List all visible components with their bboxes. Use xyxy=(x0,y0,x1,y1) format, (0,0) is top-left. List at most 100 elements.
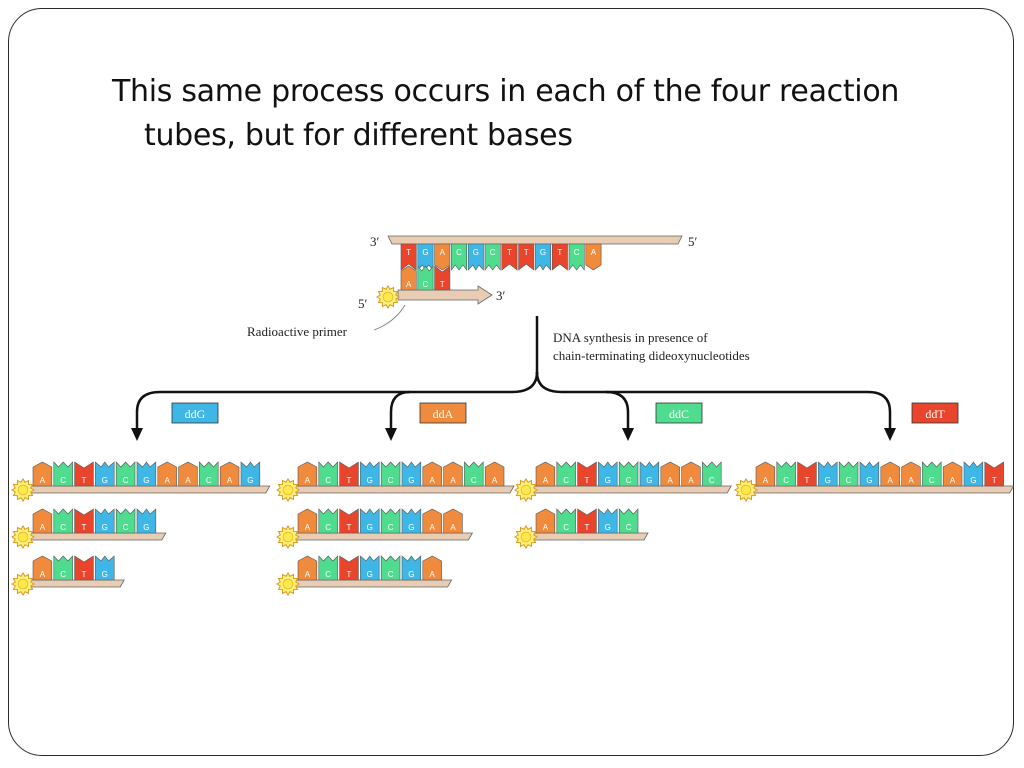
tube-label-text: ddA xyxy=(433,407,454,421)
template-5prime-label: 5′ xyxy=(688,234,698,249)
fragment-base: A xyxy=(422,508,442,534)
fragment-base-letter: G xyxy=(970,476,976,485)
template-base: A xyxy=(585,243,602,271)
fragment-base: A xyxy=(681,461,701,487)
template-base-letter: T xyxy=(507,248,512,257)
fragment-base: C xyxy=(199,461,219,487)
primer-base-letter: T xyxy=(440,280,445,289)
fragment-base-letter: A xyxy=(450,523,456,532)
branch-line-2 xyxy=(389,390,411,428)
fragment-base: T xyxy=(577,461,597,487)
primer-base: A xyxy=(400,265,417,291)
fragment-base-letter: A xyxy=(40,523,46,532)
fragment-base-letter: T xyxy=(585,476,590,485)
fragment-base-letter: A xyxy=(763,476,769,485)
primer-arrow xyxy=(397,285,493,305)
fragment-base: G xyxy=(598,461,618,487)
fragment-base-letter: C xyxy=(325,523,331,532)
template-base: C xyxy=(568,243,585,271)
fragment-base-letter: A xyxy=(40,476,46,485)
fragment-base-letter: C xyxy=(626,476,632,485)
fragment-base: T xyxy=(74,461,94,487)
primer-3prime-label: 3′ xyxy=(496,288,506,303)
fragment-base: A xyxy=(880,461,900,487)
fragment-base-letter: C xyxy=(206,476,212,485)
fragment-base-letter: T xyxy=(82,476,87,485)
fragment-base-letter: G xyxy=(605,523,611,532)
radioactive-label-icon xyxy=(11,478,35,502)
fragment-base: A xyxy=(942,461,963,487)
fragment-base-letter: G xyxy=(825,476,831,485)
template-base-letter: A xyxy=(591,248,597,257)
fragment-base-letter: G xyxy=(408,476,414,485)
fragment-base-letter: C xyxy=(325,570,331,579)
radioactive-label-icon xyxy=(276,572,300,596)
fragment-base: A xyxy=(422,461,442,487)
fragment-base-letter: A xyxy=(430,523,436,532)
fragment-base-letter: C xyxy=(471,476,477,485)
fragment-base: A xyxy=(755,461,776,487)
fragment-base-letter: T xyxy=(347,570,352,579)
primer-radioactive-label-icon xyxy=(376,285,400,309)
fragment-base-letter: C xyxy=(626,523,632,532)
fragment-base-letter: G xyxy=(143,476,149,485)
fragment-base: C xyxy=(702,461,722,487)
synthesis-caption-line1: DNA synthesis in presence of xyxy=(553,330,708,345)
fragment-base-letter: C xyxy=(563,523,569,532)
fragment-base: G xyxy=(360,461,380,487)
template-base: A xyxy=(434,243,451,271)
primer-caption-leader xyxy=(373,304,406,331)
tube-label-box xyxy=(171,402,219,424)
template-base: T xyxy=(551,243,568,271)
fragment-base: G xyxy=(639,461,660,487)
fragment-base: G xyxy=(95,461,115,487)
branch-arrows xyxy=(131,316,896,441)
fragment-base-letter: T xyxy=(585,523,590,532)
fragment-base: T xyxy=(339,461,359,487)
fragment-base: C xyxy=(556,461,576,487)
fragment-backbone xyxy=(26,579,125,588)
fragment-base-letter: T xyxy=(347,476,352,485)
tube-label-box xyxy=(911,402,959,424)
radioactive-label-icon xyxy=(734,478,758,502)
fragment-base-letter: C xyxy=(388,570,394,579)
fragment-base: C xyxy=(556,508,576,534)
fragment-base: C xyxy=(318,508,338,534)
radioactive-label-icon xyxy=(276,525,300,549)
primer-base-letter: A xyxy=(406,280,412,289)
fragment-backbone xyxy=(291,485,515,494)
fragment-base: C xyxy=(115,508,136,534)
radioactive-label-icon xyxy=(11,572,35,596)
fragment-base: A xyxy=(422,555,442,581)
fragment-base: C xyxy=(53,555,73,581)
fragment-base-letter: A xyxy=(227,476,233,485)
radioactive-primer-label: Radioactive primer xyxy=(247,324,348,339)
fragment-base: G xyxy=(401,555,422,581)
fragment-base-letter: G xyxy=(247,476,253,485)
fragment-base-letter: A xyxy=(430,476,436,485)
fragment-base: G xyxy=(136,461,157,487)
fragment-base: C xyxy=(838,461,859,487)
template-base-letter: C xyxy=(490,248,496,257)
fragment-base-letter: T xyxy=(992,476,997,485)
slide-text-line1: This same process occurs in each of the … xyxy=(112,74,900,109)
template-base-letter: T xyxy=(557,248,562,257)
template-3prime-label: 3′ xyxy=(370,234,380,249)
template-base-letter: G xyxy=(540,248,546,257)
fragment-base-letter: C xyxy=(123,476,129,485)
template-base-letter: A xyxy=(440,248,446,257)
template-base-letter: G xyxy=(422,248,428,257)
fragment-base-letter: G xyxy=(408,570,414,579)
fragment-base-letter: A xyxy=(450,476,456,485)
arrowhead-icon xyxy=(131,428,143,441)
fragment-base-letter: A xyxy=(40,570,46,579)
branch-line-right xyxy=(535,371,892,428)
branch-line-3 xyxy=(605,390,630,428)
fragment-base: T xyxy=(339,555,359,581)
fragment-base-letter: C xyxy=(783,476,789,485)
fragment-base: A xyxy=(901,461,921,487)
